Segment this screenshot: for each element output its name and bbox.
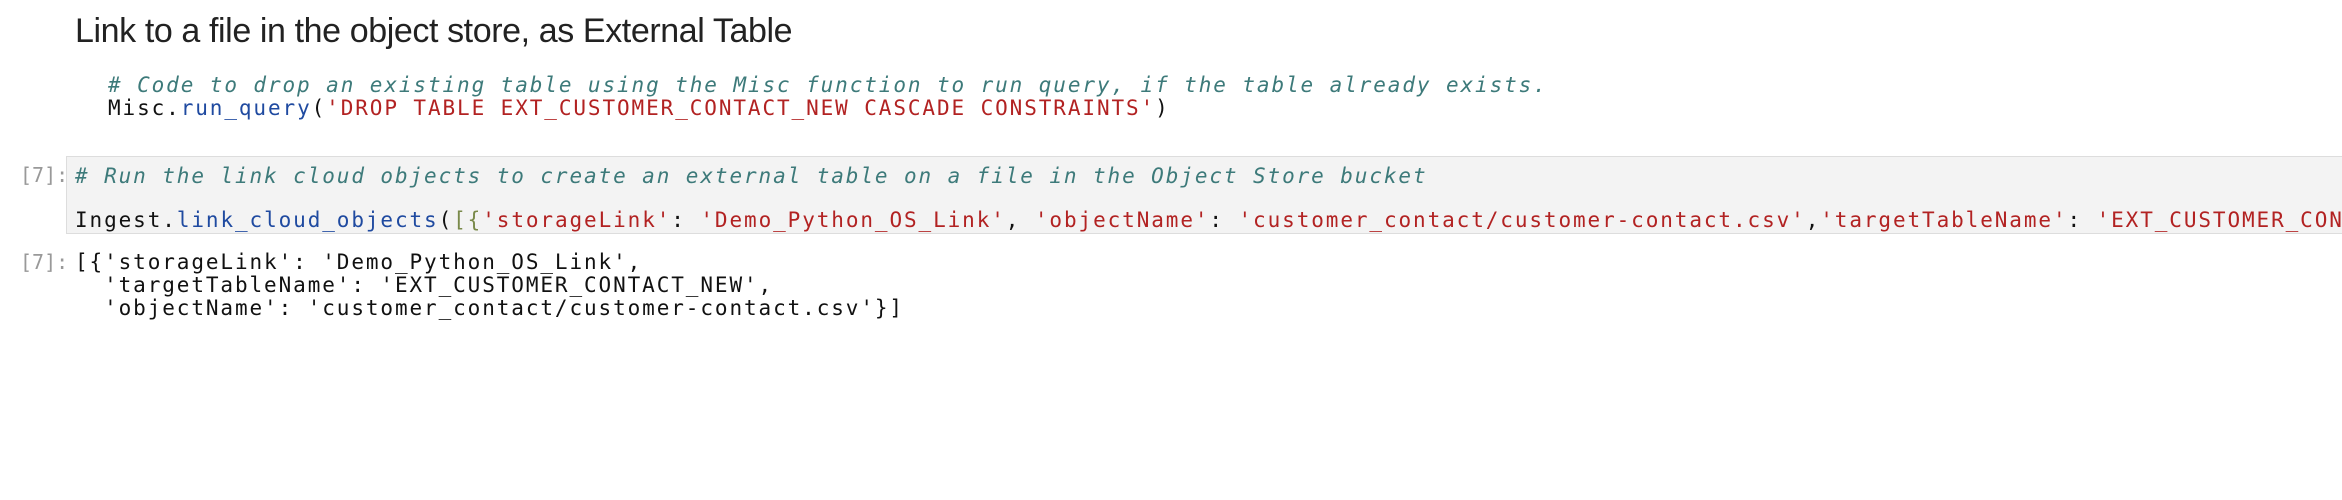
code-function: run_query — [180, 96, 312, 120]
code-string: 'DROP TABLE EXT_CUSTOMER_CONTACT_NEW CAS… — [326, 96, 1156, 120]
code-brackets: [{ — [453, 208, 483, 232]
code-function: link_cloud_objects — [176, 208, 439, 232]
code-value: 'Demo_Python_OS_Link' — [700, 208, 1006, 232]
code-cell-input[interactable]: # Run the link cloud objects to create a… — [66, 156, 2342, 234]
code-paren: ) — [1155, 96, 1170, 120]
code-key: 'targetTableName' — [1820, 208, 2068, 232]
output-prompt: [7]: — [20, 250, 69, 274]
code-comment: # Code to drop an existing table using t… — [108, 73, 1548, 97]
code-paren: ( — [311, 96, 327, 120]
code-value: 'EXT_CUSTOMER_CONTACT_NEW' — [2096, 208, 2342, 232]
section-heading: Link to a file in the object store, as E… — [75, 12, 793, 50]
output-line: 'targetTableName': 'EXT_CUSTOMER_CONTACT… — [75, 273, 774, 297]
code-object: Misc. — [108, 96, 181, 120]
code-key: 'storageLink' — [482, 208, 672, 232]
code-value: 'customer_contact/customer-contact.csv' — [1238, 208, 1806, 232]
code-line-link-cloud-objects: Ingest.link_cloud_objects([{'storageLink… — [75, 207, 2342, 233]
input-prompt: [7]: — [20, 163, 69, 187]
output-line: [{'storageLink': 'Demo_Python_OS_Link', — [75, 250, 643, 274]
code-comment: # Run the link cloud objects to create a… — [75, 164, 1428, 188]
code-line-drop-table: Misc.run_query('DROP TABLE EXT_CUSTOMER_… — [108, 95, 1170, 121]
output-line: 'objectName': 'customer_contact/customer… — [75, 296, 904, 320]
code-paren: ( — [438, 208, 454, 232]
code-key: 'objectName' — [1034, 208, 1210, 232]
code-object: Ingest. — [75, 208, 177, 232]
